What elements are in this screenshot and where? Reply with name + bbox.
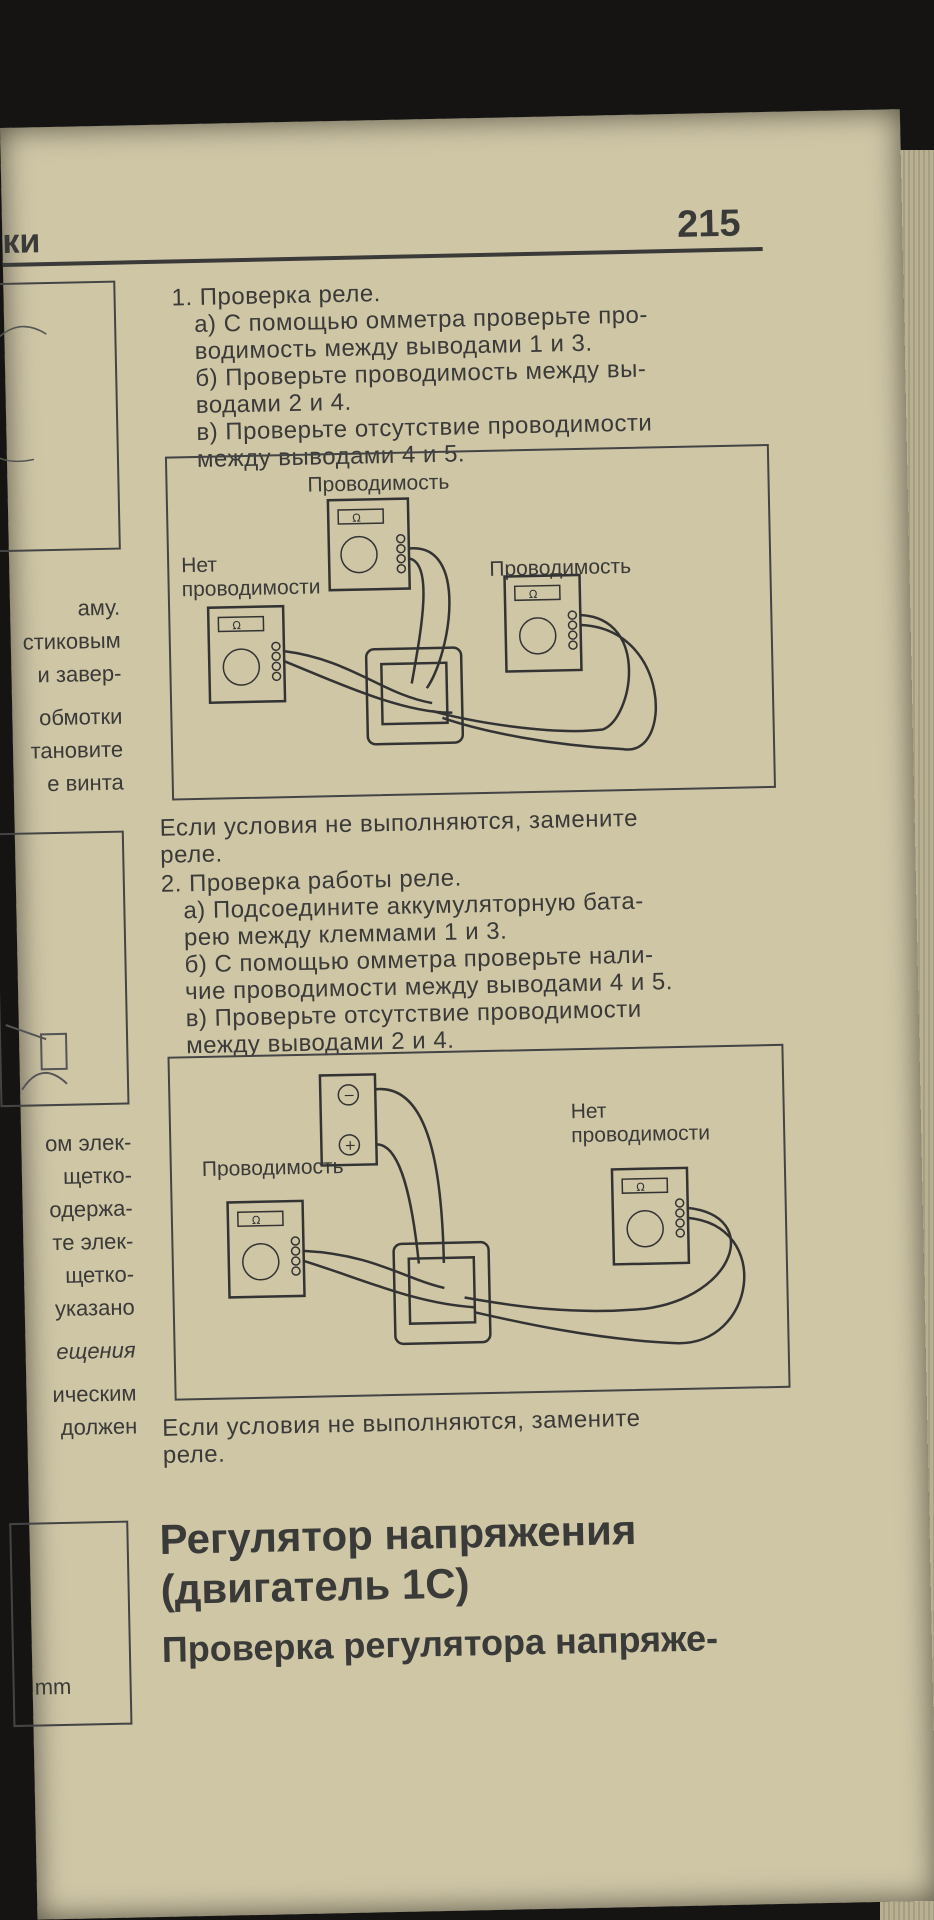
- left-column-text-1: аму. стиковым и завер- обмотки тановите …: [22, 594, 124, 797]
- replace-note-1: Если условия не выполняются, замените ре…: [159, 804, 639, 869]
- diagram2-drawing: − + Ω Ω: [226, 1073, 746, 1346]
- left-column-text-2: ом элек- щетко- одержа- те элек- щетко- …: [44, 1129, 138, 1441]
- page-number: 215: [676, 202, 742, 246]
- subheading: Проверка регулятора напряже-: [161, 1617, 719, 1670]
- book-page: ки 215 аму. стиковым и завер- обмотки та…: [0, 109, 934, 1920]
- diagram-relay-operation: Проводимость Нет проводимости: [167, 1043, 791, 1401]
- diagram1-ohm-top: Ω: [352, 512, 361, 525]
- battery-minus-sign: −: [343, 1088, 355, 1104]
- battery: [318, 1073, 379, 1167]
- diagram1-ohm-left: Ω: [232, 619, 241, 632]
- section-heading: Регулятор напряжения (двигатель 1С): [159, 1505, 637, 1613]
- replace-note-2: Если условия не выполняются, замените ре…: [161, 1404, 641, 1469]
- running-header-fragment: ки: [1, 222, 41, 261]
- left-figure-2-drawing: [5, 1024, 68, 1091]
- diagram2-ohm-right: Ω: [636, 1181, 645, 1194]
- diagram-relay-check: Проводимость Нет проводимости Проводимос…: [164, 443, 776, 801]
- mm-label: mm: [34, 1673, 72, 1700]
- left-figure-1: [0, 280, 121, 553]
- section2-text: 2. Проверка работы реле. а) Подсоедините…: [161, 860, 675, 1060]
- diagram2-ohm-left: Ω: [252, 1214, 261, 1227]
- left-figure-1-drawing: [0, 325, 47, 463]
- left-figure-3: mm: [9, 1520, 133, 1728]
- section1-text: 1. Проверка реле. а) С помощью омметра п…: [171, 274, 653, 473]
- left-figure-2: [0, 830, 130, 1108]
- header-rule: [2, 247, 763, 267]
- battery-plus-sign: +: [344, 1138, 356, 1154]
- diagram1-drawing: Ω Ω Ω: [206, 497, 658, 751]
- diagram1-ohm-right: Ω: [529, 588, 538, 601]
